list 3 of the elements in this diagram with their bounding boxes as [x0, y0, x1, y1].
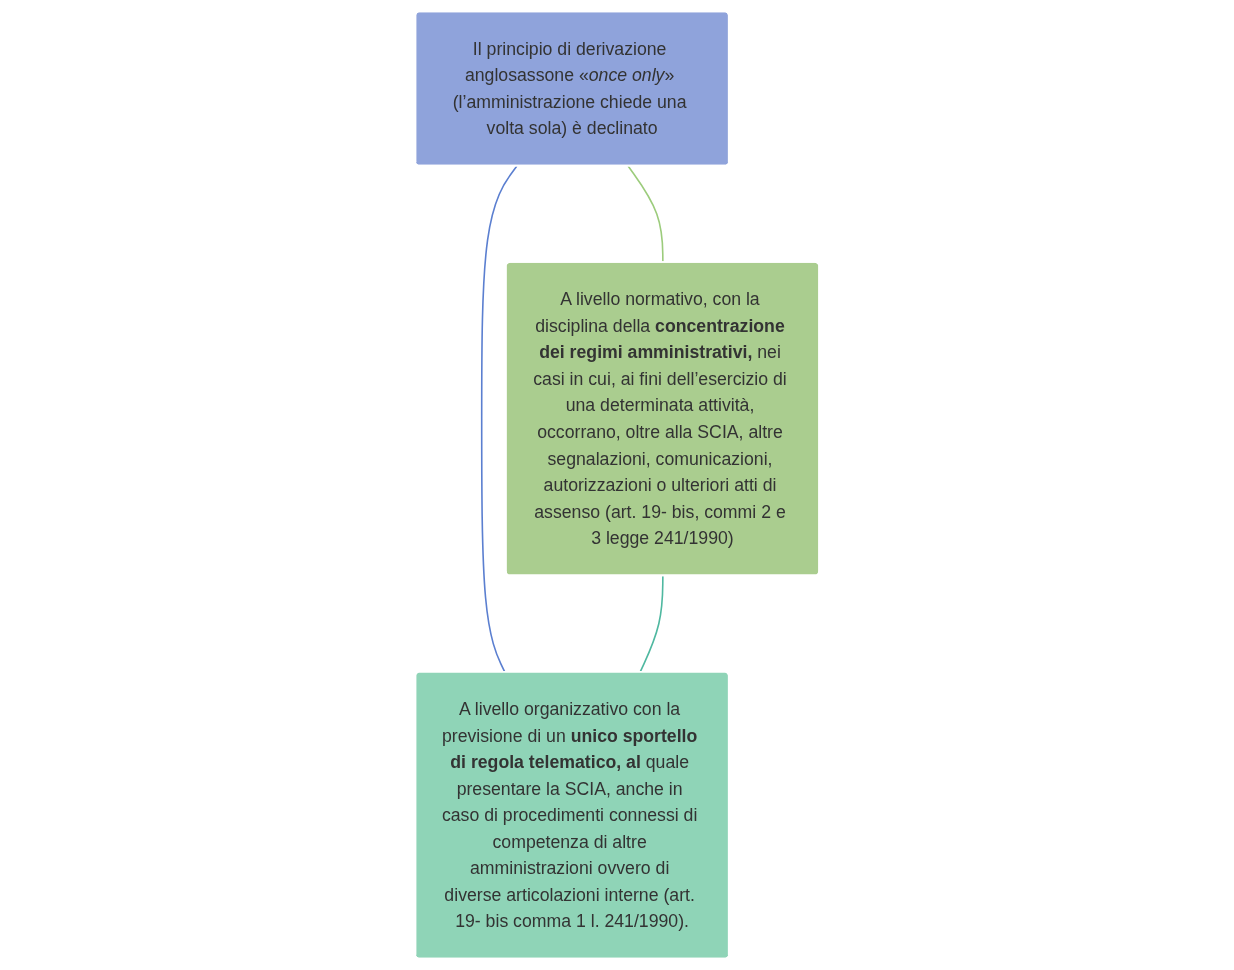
connector — [639, 574, 664, 673]
connector — [480, 165, 518, 673]
connector — [627, 165, 664, 264]
